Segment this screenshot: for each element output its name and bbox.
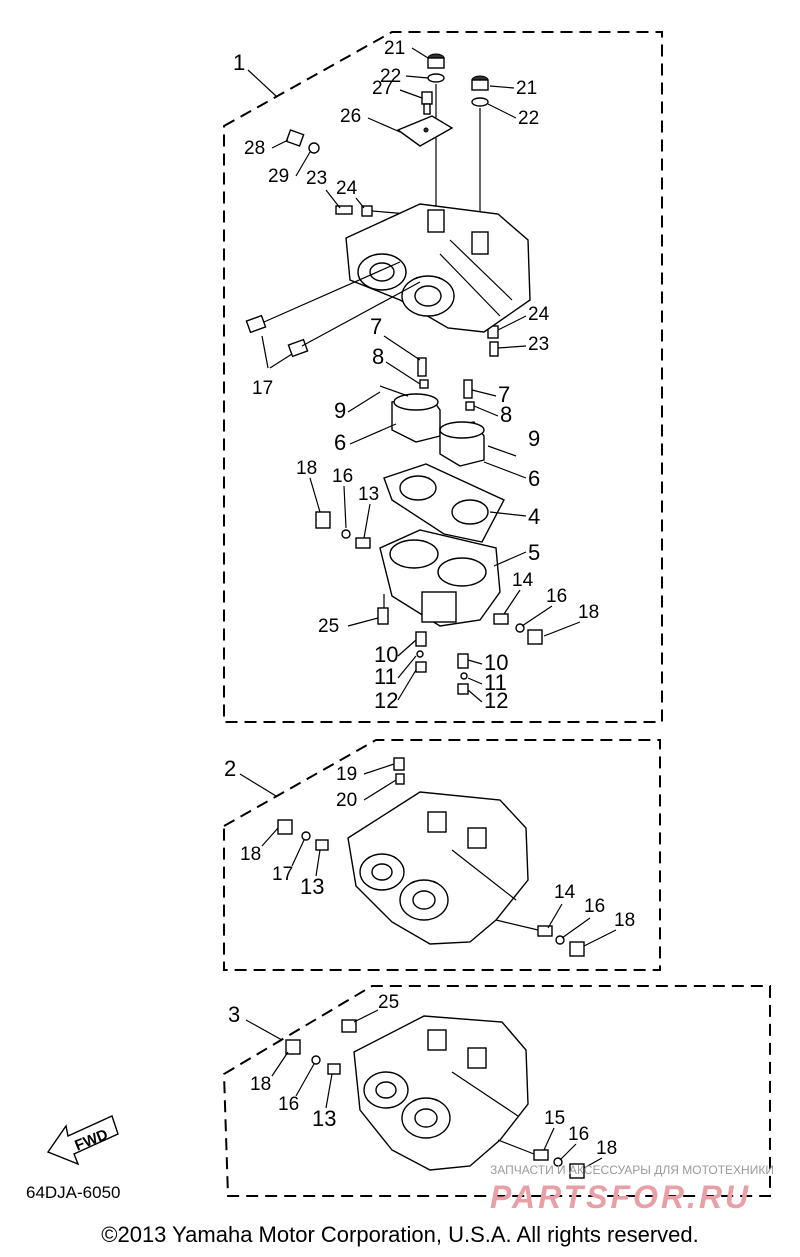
group-3-label: 3 bbox=[228, 1002, 240, 1027]
callout-18: 18 bbox=[296, 458, 317, 479]
screw-17-pair bbox=[245, 314, 309, 369]
callout-23: 23 bbox=[528, 334, 549, 355]
callout-24: 24 bbox=[336, 178, 358, 199]
callout-18: 18 bbox=[250, 1074, 271, 1095]
group-3-frame bbox=[222, 985, 771, 1197]
float-6-lower bbox=[439, 421, 517, 467]
callout-9: 9 bbox=[528, 426, 540, 451]
group-2-leaders bbox=[261, 763, 617, 947]
carburetor-assembly-2 bbox=[347, 791, 529, 945]
callout-20: 20 bbox=[336, 790, 357, 811]
callout-16: 16 bbox=[278, 1094, 299, 1115]
callout-21: 21 bbox=[516, 78, 537, 99]
side-parts-left bbox=[315, 511, 371, 549]
callout-22: 22 bbox=[380, 66, 401, 87]
callout-7: 7 bbox=[370, 314, 382, 339]
callout-26: 26 bbox=[340, 106, 361, 127]
callout-4: 4 bbox=[528, 504, 540, 529]
cap-screw-21-right bbox=[471, 75, 489, 107]
copyright-notice: ©2013 Yamaha Motor Corporation, U.S.A. A… bbox=[101, 1222, 699, 1247]
gasket-4 bbox=[383, 463, 505, 543]
callout-22: 22 bbox=[518, 108, 539, 129]
callout-18: 18 bbox=[240, 844, 261, 865]
fwd-arrow-icon: FWD bbox=[46, 1115, 119, 1166]
callout-17: 17 bbox=[252, 378, 273, 399]
callout-16: 16 bbox=[568, 1124, 589, 1145]
callout-17: 17 bbox=[272, 864, 293, 885]
group-1-label: 1 bbox=[233, 50, 245, 75]
callout-13: 13 bbox=[358, 484, 379, 505]
callout-27: 27 bbox=[372, 78, 393, 99]
callout-29: 29 bbox=[268, 166, 289, 187]
callout-8: 8 bbox=[372, 344, 384, 369]
carburetor-upper-body bbox=[263, 203, 531, 347]
callout-18: 18 bbox=[614, 910, 635, 931]
side-parts-right bbox=[493, 613, 543, 645]
figure-code: 64DJA-6050 bbox=[26, 1183, 121, 1202]
callout-16: 16 bbox=[584, 896, 605, 917]
group-1-frame bbox=[223, 31, 663, 723]
callout-8: 8 bbox=[500, 402, 512, 427]
plug-28 bbox=[285, 129, 320, 154]
watermark-line-2: PARTSFOR.RU bbox=[490, 1179, 751, 1215]
callout-12: 12 bbox=[484, 688, 508, 713]
callout-9: 9 bbox=[334, 398, 346, 423]
callout-28: 28 bbox=[244, 138, 265, 159]
callout-13: 13 bbox=[312, 1106, 336, 1131]
screw-23-24-bottom bbox=[487, 325, 499, 357]
float-chamber-5 bbox=[379, 529, 501, 627]
callout-14: 14 bbox=[512, 570, 534, 591]
callout-10: 10 bbox=[374, 642, 398, 667]
callout-25: 25 bbox=[378, 992, 399, 1013]
drain-screw-25 bbox=[377, 594, 389, 625]
callout-14: 14 bbox=[554, 882, 576, 903]
jets-10-11-12 bbox=[415, 631, 469, 695]
callout-11: 11 bbox=[484, 670, 507, 695]
callout-15: 15 bbox=[544, 1108, 565, 1129]
group-3-small-parts bbox=[285, 1019, 585, 1179]
callout-18: 18 bbox=[578, 602, 599, 623]
group-2-label: 2 bbox=[224, 756, 236, 781]
callout-16: 16 bbox=[332, 466, 353, 487]
cap-screw-21-left bbox=[427, 53, 445, 83]
group-3-leaders bbox=[271, 1009, 603, 1169]
group-1-leaders bbox=[271, 47, 581, 703]
needle-valve-7-8 bbox=[417, 357, 475, 411]
callout-6: 6 bbox=[528, 466, 540, 491]
callout-21: 21 bbox=[384, 38, 405, 59]
callout-10: 10 bbox=[484, 650, 508, 675]
callout-23: 23 bbox=[306, 168, 327, 189]
callout-25: 25 bbox=[318, 616, 339, 637]
screw-27 bbox=[421, 91, 433, 115]
callout-19: 19 bbox=[336, 764, 357, 785]
float-6-upper bbox=[379, 385, 441, 443]
group-2-frame bbox=[223, 739, 661, 971]
callout-7: 7 bbox=[498, 382, 510, 407]
callout-12: 12 bbox=[374, 688, 398, 713]
group-1-leader bbox=[247, 69, 277, 97]
callout-5: 5 bbox=[528, 540, 540, 565]
carburetor-assembly-3 bbox=[353, 1015, 529, 1171]
fwd-label: FWD bbox=[72, 1126, 110, 1155]
callout-13: 13 bbox=[300, 874, 324, 899]
callout-11: 11 bbox=[374, 664, 397, 689]
callout-16: 16 bbox=[546, 586, 567, 607]
callout-6: 6 bbox=[334, 430, 346, 455]
watermark-line-1: ЗАПЧАСТИ И АКСЕССУАРЫ ДЛЯ МОТОТЕХНИКИ bbox=[490, 1163, 774, 1177]
callout-24: 24 bbox=[528, 304, 550, 325]
callout-18: 18 bbox=[596, 1138, 617, 1159]
